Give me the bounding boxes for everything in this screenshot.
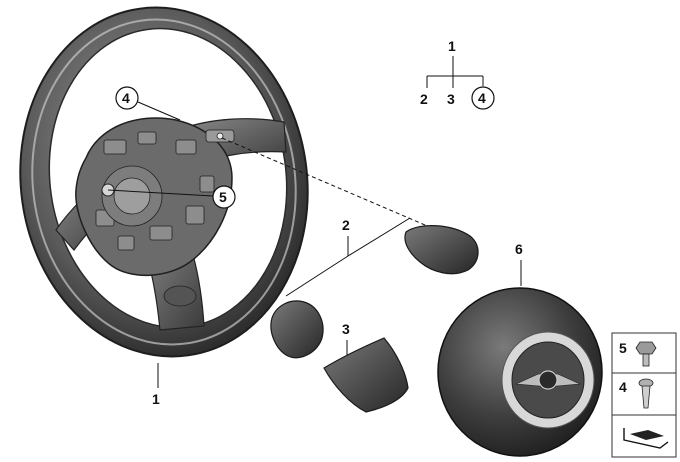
assembly-direction-line — [221, 137, 433, 229]
screw-icon — [638, 378, 654, 409]
spoke-screw-point — [216, 132, 224, 140]
tree-mid-label: 3 — [447, 91, 455, 107]
spoke-bottom-opening — [163, 285, 197, 307]
callout-hub-screw-center: 5 — [107, 185, 236, 209]
svg-text:5: 5 — [219, 189, 227, 205]
trim-cover-right — [404, 225, 479, 275]
airbag-module — [437, 287, 603, 457]
tree-right-label: 4 — [478, 90, 486, 106]
callout-steering-wheel: 1 — [152, 363, 160, 407]
diagram-symbol-icon — [623, 428, 669, 449]
legend-item-4-number: 4 — [619, 379, 627, 395]
steering-wheel — [19, 6, 309, 358]
tree-right-circle — [471, 86, 495, 110]
hub-mechanism-detail — [95, 131, 215, 251]
trim-cover-left — [270, 300, 324, 359]
bolt-icon — [635, 341, 657, 367]
svg-text:6: 6 — [515, 241, 523, 257]
wheel-rim-highlight — [31, 18, 297, 346]
airbag-badge-emblem — [538, 370, 558, 390]
assembly-tree: 1 2 3 4 — [420, 38, 495, 110]
trim-cover-lower — [323, 337, 409, 413]
fastener-legend: 5 4 — [611, 332, 677, 458]
callout-hub-screw-top: 4 — [115, 86, 181, 121]
svg-text:4: 4 — [122, 90, 130, 106]
svg-text:3: 3 — [342, 321, 350, 337]
legend-item-5-number: 5 — [619, 340, 627, 356]
callout-airbag: 6 — [515, 241, 523, 286]
callout-cover-pair: 2 — [285, 217, 411, 297]
tree-root-label: 1 — [448, 38, 456, 54]
tree-left-label: 2 — [420, 91, 428, 107]
svg-text:2: 2 — [342, 217, 350, 233]
svg-text:1: 1 — [152, 391, 160, 407]
